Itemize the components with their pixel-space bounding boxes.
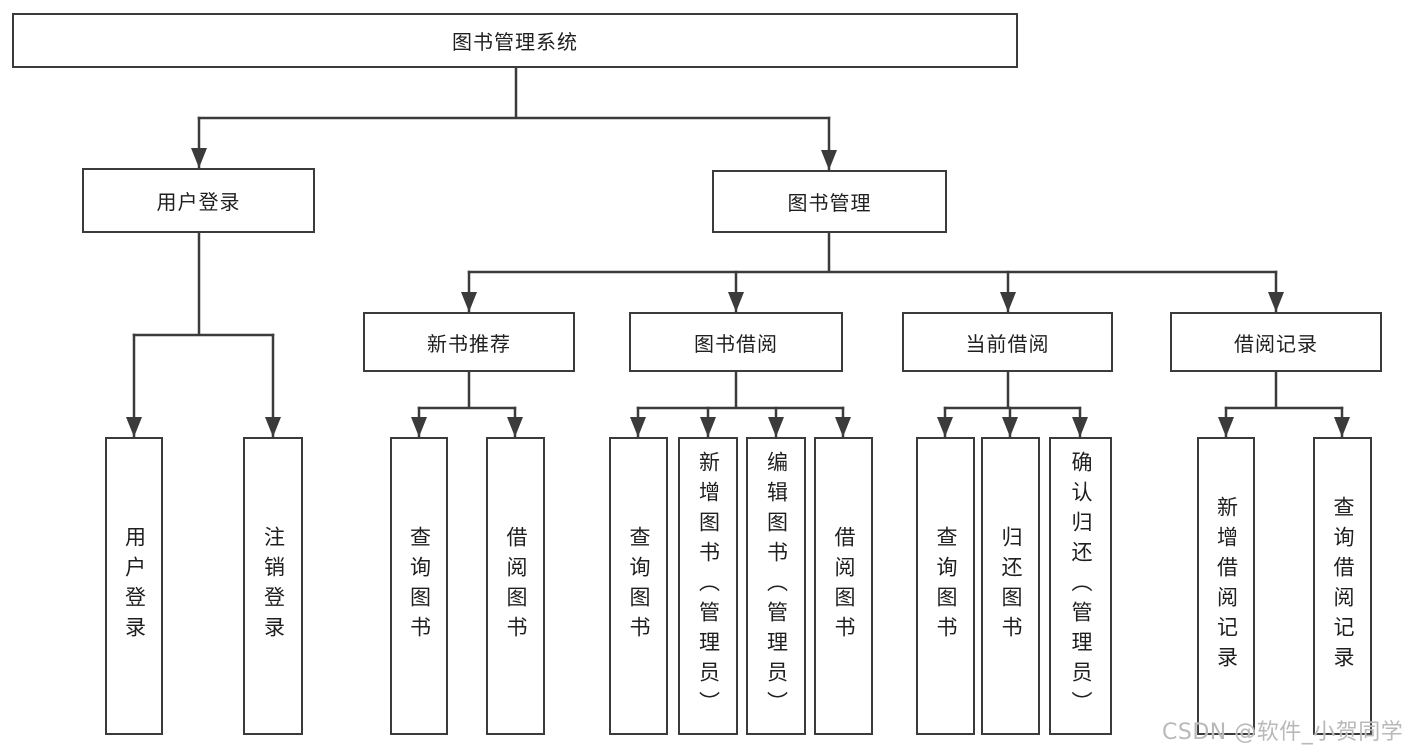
- leaf-add-borrow-record: 新增借阅记录: [1197, 437, 1255, 735]
- node-book-management: 图书管理: [712, 170, 947, 233]
- leaf-borrow-books-recommend: 借阅图书: [486, 437, 545, 735]
- leaf-logout: 注销登录: [243, 437, 303, 735]
- node-label: 图书管理: [787, 191, 872, 215]
- node-label: 新书推荐: [427, 331, 511, 356]
- node-label: 确认归还（管理员）: [1069, 451, 1093, 721]
- node-label: 查询图书: [627, 526, 651, 646]
- leaf-user-login: 用户登录: [105, 437, 163, 735]
- leaf-return-book: 归还图书: [981, 437, 1040, 735]
- leaf-borrow-books: 借阅图书: [814, 437, 873, 735]
- node-label: 图书借阅: [694, 331, 778, 356]
- node-new-book-recommend: 新书推荐: [363, 312, 575, 372]
- node-label: 借阅图书: [832, 526, 856, 646]
- leaf-query-books-current: 查询图书: [916, 437, 975, 735]
- node-label: 用户登录: [122, 526, 147, 646]
- node-book-borrowing: 图书借阅: [629, 312, 843, 372]
- node-label: 借阅记录: [1234, 331, 1318, 356]
- node-label: 编辑图书（管理员）: [764, 451, 789, 721]
- node-label: 查询图书: [407, 526, 432, 646]
- node-label: 查询图书: [934, 526, 958, 646]
- node-user-login: 用户登录: [82, 168, 315, 233]
- node-label: 当前借阅: [965, 331, 1050, 356]
- node-label: 图书管理系统: [452, 30, 578, 54]
- node-label: 新增图书（管理员）: [696, 451, 721, 721]
- leaf-query-books-recommend: 查询图书: [390, 437, 448, 735]
- leaf-query-books-borrowing: 查询图书: [609, 437, 668, 735]
- leaf-query-borrow-record: 查询借阅记录: [1313, 437, 1372, 735]
- node-label: 借阅图书: [504, 526, 528, 646]
- node-label: 查询借阅记录: [1331, 496, 1355, 676]
- node-label: 注销登录: [261, 526, 286, 646]
- node-label: 归还图书: [999, 526, 1023, 646]
- csdn-watermark: CSDN @软件_小贺同学: [1162, 720, 1404, 745]
- node-label: 用户登录: [156, 190, 241, 214]
- node-borrow-records: 借阅记录: [1170, 312, 1382, 372]
- node-label: 新增借阅记录: [1214, 496, 1239, 676]
- leaf-confirm-return-admin: 确认归还（管理员）: [1049, 437, 1112, 735]
- node-current-borrowing: 当前借阅: [902, 312, 1113, 372]
- leaf-add-book-admin: 新增图书（管理员）: [678, 437, 738, 735]
- leaf-edit-book-admin: 编辑图书（管理员）: [746, 437, 806, 735]
- node-library-system: 图书管理系统: [12, 13, 1018, 68]
